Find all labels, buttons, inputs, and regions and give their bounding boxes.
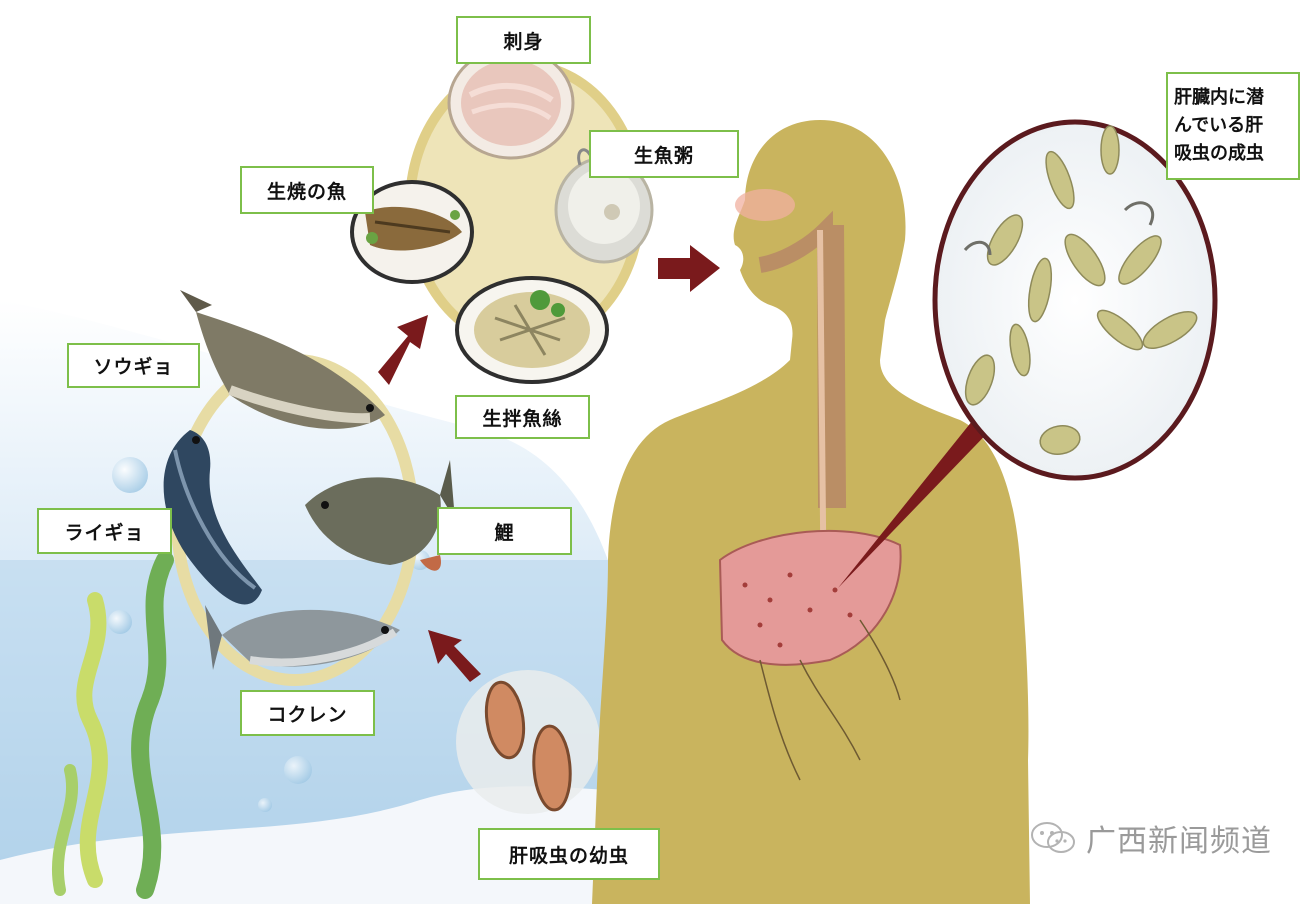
watermark: 广西新闻频道: [1030, 818, 1272, 858]
wechat-logo-icon: [1030, 821, 1076, 855]
sashimi-dish: [449, 48, 573, 158]
label-larvae: 肝吸虫の幼虫: [478, 828, 660, 880]
label-snakehead: ライギョ: [37, 508, 172, 554]
label-adult-flukes: 肝臓内に潜 んでいる肝 吸虫の成虫: [1166, 72, 1300, 180]
larvae-illustration: [456, 670, 600, 814]
arrow-fish-to-dishes: [378, 315, 428, 385]
label-adult-flukes-line-2: んでいる肝: [1174, 112, 1263, 140]
arrow-dishes-to-human: [658, 245, 720, 292]
label-adult-flukes-line-1: 肝臓内に潜: [1174, 84, 1264, 112]
label-raw-fish-porridge: 生魚粥: [589, 130, 739, 178]
label-bighead-carp: コクレン: [240, 690, 375, 736]
label-grilled-fish: 生焼の魚: [240, 166, 374, 214]
label-sashimi: 刺身: [456, 16, 591, 64]
raw-fish-salad-dish: [457, 278, 607, 382]
label-grass-carp: ソウギョ: [67, 343, 200, 388]
label-raw-fish-salad: 生拌魚絲: [455, 395, 590, 439]
watermark-text: 广西新闻频道: [1086, 816, 1272, 860]
label-carp: 鯉: [437, 507, 572, 555]
label-adult-flukes-line-3: 吸虫の成虫: [1174, 140, 1264, 168]
